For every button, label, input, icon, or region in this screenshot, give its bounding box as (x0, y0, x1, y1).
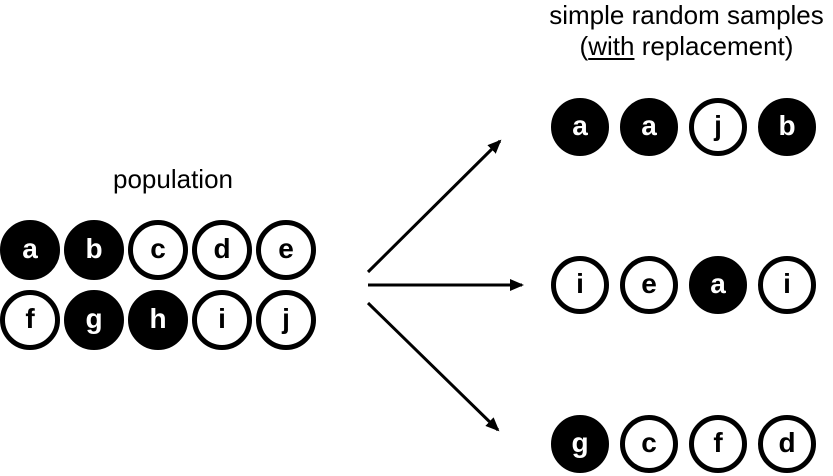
sample-circle: d (758, 415, 816, 473)
population-circle: g (64, 290, 124, 350)
population-circle: h (128, 290, 188, 350)
title-line-1: simple random samples (549, 0, 824, 30)
sample-circle: g (551, 415, 609, 473)
sample-row-3: g c f d (551, 415, 816, 473)
population-circle: i (192, 290, 252, 350)
sample-circle: i (758, 256, 816, 314)
population-row-1: a b c d e (0, 220, 316, 280)
circle-letter: i (783, 268, 791, 299)
circle-letter: i (218, 303, 226, 334)
population-circle: j (256, 290, 316, 350)
circle-letter: h (149, 303, 167, 334)
population-circle: d (192, 220, 252, 280)
circle-letter: c (641, 427, 657, 458)
circle-letter: a (641, 110, 657, 141)
population-circle: c (128, 220, 188, 280)
sample-row-2: i e a i (551, 256, 816, 314)
sample-circle: a (551, 98, 609, 156)
sample-circle: a (620, 98, 678, 156)
population-row-2: f g h i j (0, 290, 316, 350)
circle-letter: b (778, 110, 796, 141)
population-circle: f (0, 290, 60, 350)
circle-letter: a (710, 268, 726, 299)
title-line-2-suffix: replacement) (634, 31, 794, 61)
circle-letter: a (22, 233, 38, 264)
circle-letter: f (25, 303, 35, 334)
circle-letter: g (85, 303, 103, 334)
circle-letter: b (85, 233, 103, 264)
population-circle: b (64, 220, 124, 280)
circle-letter: i (576, 268, 584, 299)
circle-letter: c (150, 233, 166, 264)
circle-letter: j (714, 110, 722, 141)
circle-letter: d (778, 427, 796, 458)
sample-row-1: a a j b (551, 98, 816, 156)
population-circle: e (256, 220, 316, 280)
circle-letter: j (282, 303, 290, 334)
sample-circle: b (758, 98, 816, 156)
circle-letter: a (572, 110, 588, 141)
circle-letter: f (713, 427, 723, 458)
circle-letter: e (641, 268, 657, 299)
circle-letter: d (213, 233, 231, 264)
sample-circle: e (620, 256, 678, 314)
diagram-title: simple random samples (with replacement) (540, 0, 833, 62)
arrow-to-sample-1 (366, 139, 502, 274)
sample-circle: j (689, 98, 747, 156)
title-underlined-word: with (588, 31, 635, 61)
circle-letter: e (278, 233, 294, 264)
population-circle: a (0, 220, 60, 280)
arrow-to-sample-3 (366, 301, 500, 432)
sample-circle: i (551, 256, 609, 314)
sample-circle: c (620, 415, 678, 473)
circle-letter: g (571, 427, 589, 458)
sample-circle: f (689, 415, 747, 473)
title-line-2: (with replacement) (540, 31, 833, 62)
population-label: population (113, 164, 233, 194)
sample-circle: a (689, 256, 747, 314)
title-line-2-prefix: ( (579, 31, 589, 61)
